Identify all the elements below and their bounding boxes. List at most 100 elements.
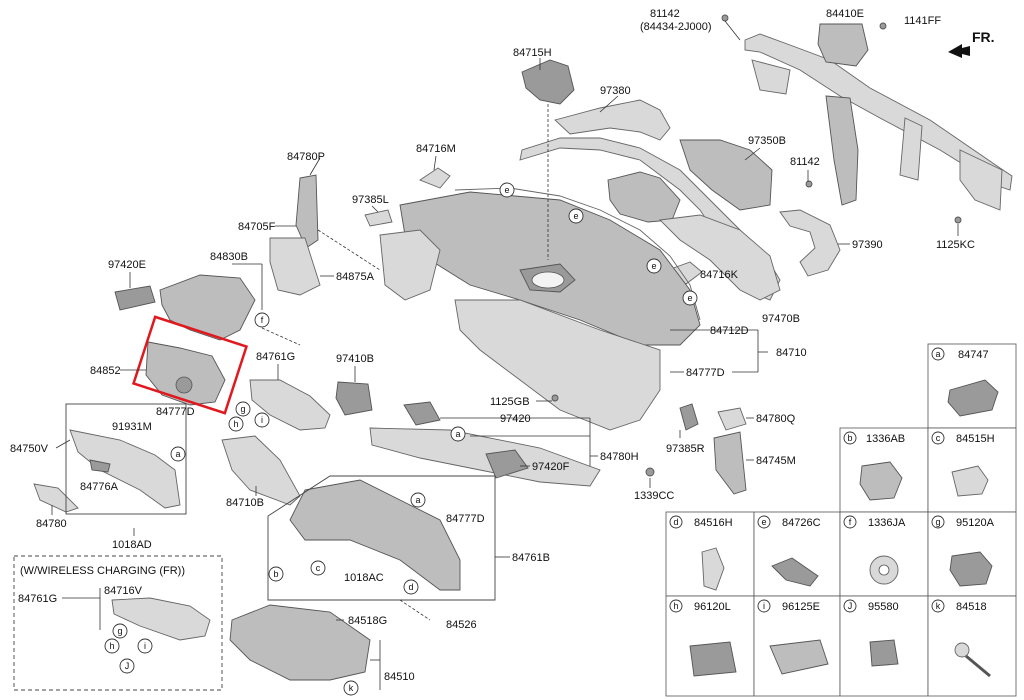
legend-cell-k <box>927 595 1017 697</box>
label-84712D: 84712D <box>710 325 749 337</box>
lower-parts <box>229 394 747 681</box>
svg-text:f: f <box>849 517 852 527</box>
svg-text:i: i <box>763 601 765 611</box>
left-parts <box>33 174 373 513</box>
subassembly-box-84750V <box>65 403 187 515</box>
svg-text:h: h <box>109 641 114 651</box>
svg-text:a: a <box>935 349 940 359</box>
label-84780Q: 84780Q <box>756 413 796 425</box>
label-w84761G: 84761G <box>18 593 57 605</box>
svg-text:f: f <box>261 315 264 325</box>
svg-text:e: e <box>687 293 692 303</box>
wireless-charging-box <box>13 555 223 691</box>
svg-text:d: d <box>673 517 678 527</box>
svg-text:k: k <box>349 683 354 693</box>
svg-text:1336JA: 1336JA <box>868 517 906 529</box>
label-97470B: 97470B <box>762 313 800 325</box>
svg-text:b: b <box>847 433 852 443</box>
label-1018AC: 1018AC <box>344 572 384 584</box>
label-97350B: 97350B <box>748 135 786 147</box>
label-1141FF: 1141FF <box>904 15 941 27</box>
parts-legend: a 84747 b 1336AB c 84515H d 84516H e 847… <box>665 343 1017 697</box>
label-84716K: 84716K <box>700 269 739 281</box>
label-84745M: 84745M <box>756 455 796 467</box>
label-84830B: 84830B <box>210 251 248 263</box>
label-84780: 84780 <box>36 518 67 530</box>
svg-text:96120L: 96120L <box>694 601 731 613</box>
label-97420F: 97420F <box>532 461 570 473</box>
label-97385R: 97385R <box>666 443 705 455</box>
label-1018AD: 1018AD <box>112 539 152 551</box>
label-84526: 84526 <box>446 619 477 631</box>
part-labels: 81142 (84434-2J000) 84410E 1141FF 84715H… <box>10 8 975 683</box>
svg-text:c: c <box>316 563 321 573</box>
diagram-callouts: e e e e f g h i a a a b c d k g h i J <box>104 182 698 696</box>
svg-text:84518: 84518 <box>956 601 987 613</box>
label-84750V: 84750V <box>10 443 49 455</box>
label-84780P: 84780P <box>287 151 325 163</box>
svg-text:95580: 95580 <box>868 601 899 613</box>
label-84710B: 84710B <box>226 497 264 509</box>
label-84705F: 84705F <box>238 221 276 233</box>
leader-lines <box>51 58 959 690</box>
svg-text:a: a <box>415 495 420 505</box>
label-84716M: 84716M <box>416 143 456 155</box>
label-97410B: 97410B <box>336 353 374 365</box>
svg-text:h: h <box>673 601 678 611</box>
label-91931M: 91931M <box>112 421 152 433</box>
svg-text:b: b <box>273 569 278 579</box>
label-97420E: 97420E <box>108 259 146 271</box>
cowl-cross-bar <box>721 14 1013 224</box>
label-84777D-bottom: 84777D <box>446 513 485 525</box>
label-84761B: 84761B <box>512 552 550 564</box>
wireless-bracket <box>111 597 211 641</box>
svg-text:i: i <box>144 641 146 651</box>
svg-text:k: k <box>936 601 941 611</box>
label-97390: 97390 <box>852 239 883 251</box>
svg-text:J: J <box>125 661 130 671</box>
svg-text:e: e <box>573 211 578 221</box>
svg-text:J: J <box>848 601 853 611</box>
label-97380: 97380 <box>600 85 631 97</box>
svg-text:e: e <box>761 517 766 527</box>
svg-text:e: e <box>504 185 509 195</box>
svg-text:i: i <box>261 415 263 425</box>
front-arrow-icon <box>948 44 970 58</box>
svg-text:h: h <box>233 419 238 429</box>
label-84410E: 84410E <box>826 8 864 20</box>
label-84777D-right: 84777D <box>686 367 725 379</box>
label-84777D-left: 84777D <box>156 406 195 418</box>
label-84715H: 84715H <box>513 47 552 59</box>
label-97420: 97420 <box>500 413 531 425</box>
label-84434: (84434-2J000) <box>640 21 712 33</box>
highlight-box-84852 <box>131 315 249 415</box>
svg-text:1336AB: 1336AB <box>866 433 905 445</box>
label-84852: 84852 <box>90 365 121 377</box>
svg-text:84747: 84747 <box>958 349 989 361</box>
svg-text:g: g <box>935 517 940 527</box>
wireless-title: (W/WIRELESS CHARGING (FR)) <box>20 565 185 577</box>
svg-text:c: c <box>936 433 941 443</box>
label-84776A: 84776A <box>80 481 119 493</box>
svg-text:96125E: 96125E <box>782 601 820 613</box>
svg-text:g: g <box>117 626 122 636</box>
svg-text:84515H: 84515H <box>956 433 995 445</box>
svg-text:d: d <box>408 582 413 592</box>
svg-text:e: e <box>651 261 656 271</box>
label-81142-mid: 81142 <box>790 156 820 168</box>
air-ducts <box>364 59 841 301</box>
label-84710: 84710 <box>776 347 807 359</box>
label-84518G: 84518G <box>348 615 387 627</box>
svg-text:84516H: 84516H <box>694 517 733 529</box>
crash-pad <box>379 187 701 431</box>
label-84875A: 84875A <box>336 271 375 283</box>
svg-text:a: a <box>455 429 460 439</box>
label-84761G: 84761G <box>256 351 295 363</box>
label-84780H: 84780H <box>600 451 639 463</box>
svg-text:84726C: 84726C <box>782 517 821 529</box>
svg-text:g: g <box>240 404 245 414</box>
label-81142: 81142 <box>650 8 680 20</box>
label-97385L: 97385L <box>352 194 389 206</box>
svg-text:a: a <box>175 449 180 459</box>
